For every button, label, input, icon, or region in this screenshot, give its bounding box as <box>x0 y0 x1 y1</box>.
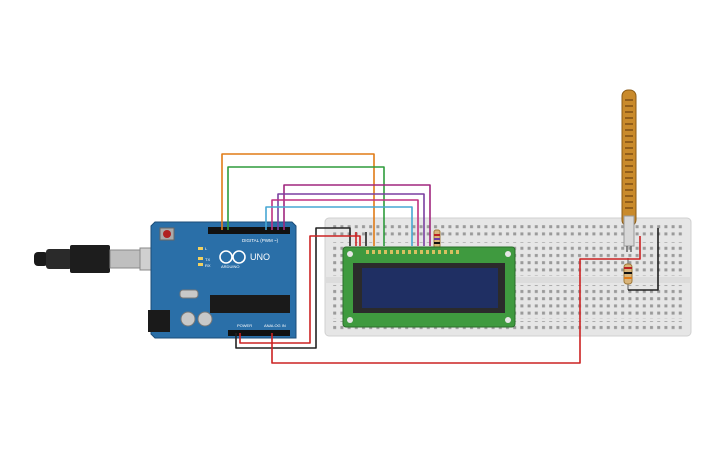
wire-purple[interactable] <box>277 193 425 246</box>
wire-red-5v[interactable] <box>239 235 361 344</box>
usb-cable[interactable] <box>34 245 171 273</box>
l-led-label: L <box>205 246 208 251</box>
arduino-logo <box>219 250 246 264</box>
arduino-model-label: UNO <box>250 252 270 262</box>
tx-label: TX <box>205 257 210 262</box>
wire-cyan[interactable] <box>265 206 413 246</box>
backlight-resistor[interactable] <box>433 229 441 249</box>
flex-sensor[interactable] <box>621 89 637 252</box>
wire-black-flex[interactable] <box>628 228 659 291</box>
lcd-screen <box>362 268 498 308</box>
analog-header-label: ANALOG IN <box>264 323 286 328</box>
arduino-uno[interactable]: ARDUINO UNO DIGITAL (PWM ~) POWER ANALOG… <box>148 221 297 339</box>
power-header-label: POWER <box>237 323 252 328</box>
digital-header-label: DIGITAL (PWM ~) <box>242 238 279 243</box>
wire-black-gnd[interactable] <box>235 227 351 349</box>
rx-label: RX <box>205 263 211 268</box>
lcd-module[interactable] <box>342 246 516 328</box>
arduino-brand-label: ARDUINO <box>221 264 239 269</box>
wire-magenta-2[interactable] <box>271 199 419 246</box>
pulldown-resistor[interactable] <box>623 258 633 290</box>
wire-red-analog[interactable] <box>271 236 641 364</box>
